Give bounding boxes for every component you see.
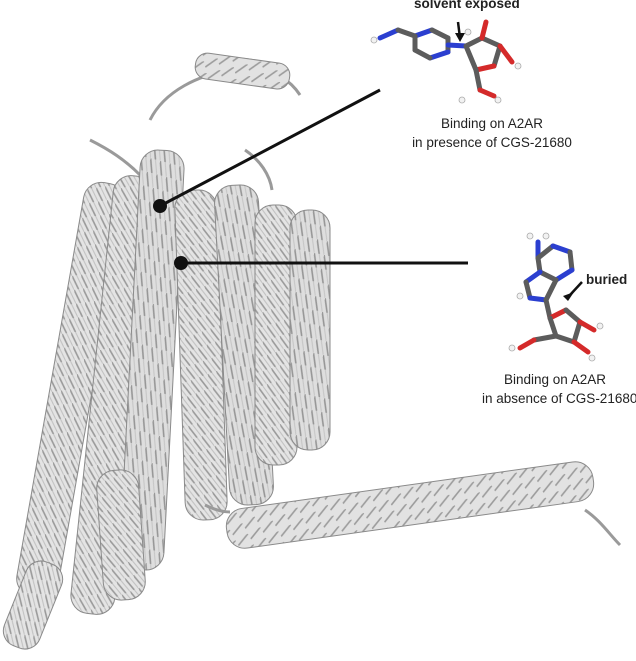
binding-site-dot-absence xyxy=(174,256,188,270)
label-solvent-exposed: solvent exposed xyxy=(414,0,520,11)
caption-presence-line1: Binding on A2AR xyxy=(440,116,544,131)
ligand-solvent-exposed xyxy=(370,19,522,104)
a2ar-protein-ribbon xyxy=(2,52,622,650)
caption-absence-line2: in absence of CGS-21680 xyxy=(482,391,636,406)
pointer-absence xyxy=(174,256,468,270)
caption-absence-line1: Binding on A2AR xyxy=(503,372,607,387)
pointer-presence xyxy=(153,88,381,213)
caption-absence: Binding on A2AR in absence of CGS-21680 xyxy=(482,370,636,408)
caption-presence-line2: in presence of CGS-21680 xyxy=(412,135,572,150)
ligand-buried xyxy=(508,232,604,362)
binding-site-dot-presence xyxy=(153,199,167,213)
label-buried: buried xyxy=(586,272,628,287)
caption-presence: Binding on A2AR in presence of CGS-21680 xyxy=(382,114,602,152)
